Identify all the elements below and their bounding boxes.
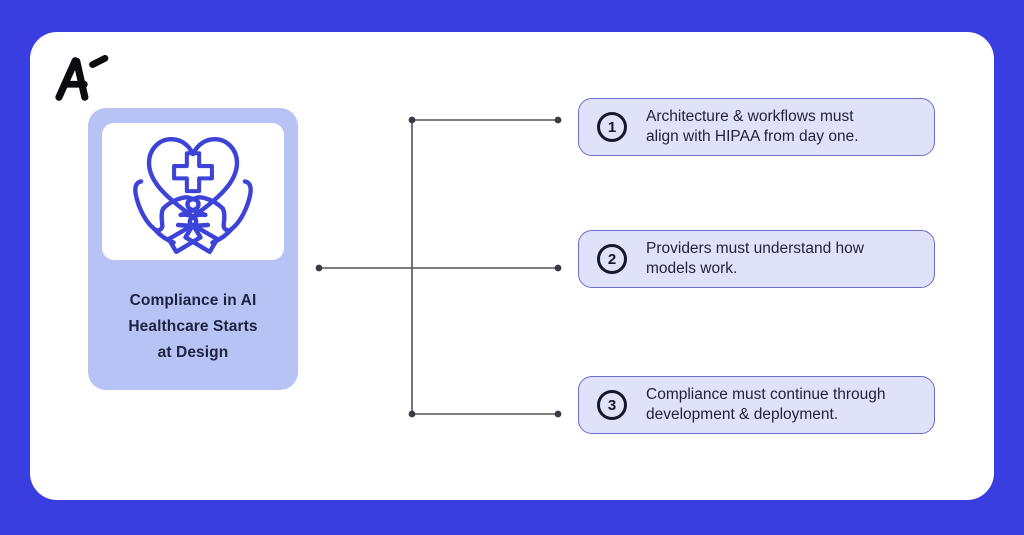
concept-card-title: Compliance in AI Healthcare Starts at De… <box>88 288 298 366</box>
item-number-badge: 1 <box>597 112 627 142</box>
item-text-line: Compliance must continue through <box>646 385 886 403</box>
item-box-3: 3 Compliance must continue through devel… <box>578 376 935 434</box>
item-number-badge: 3 <box>597 390 627 420</box>
item-text: Architecture & workflows must align with… <box>646 107 859 148</box>
hands-holding-medical-heart-icon <box>133 136 253 254</box>
item-number-badge: 2 <box>597 244 627 274</box>
concept-icon-panel <box>102 123 284 260</box>
item-box-1: 1 Architecture & workflows must align wi… <box>578 98 935 156</box>
item-text: Providers must understand how models wor… <box>646 239 864 280</box>
item-text: Compliance must continue through develop… <box>646 385 886 426</box>
brand-logo <box>52 55 110 101</box>
brand-logo-icon <box>55 55 109 101</box>
item-text-line: models work. <box>646 260 738 277</box>
item-text-line: development & deployment. <box>646 406 839 423</box>
item-box-2: 2 Providers must understand how models w… <box>578 230 935 288</box>
concept-title-line: at Design <box>157 344 229 361</box>
item-text-line: Providers must understand how <box>646 239 864 257</box>
concept-title-line: Compliance in AI <box>129 292 257 309</box>
concept-title-line: Healthcare Starts <box>128 318 258 335</box>
item-text-line: align with HIPAA from day one. <box>646 128 859 145</box>
item-text-line: Architecture & workflows must <box>646 107 854 125</box>
concept-card: Compliance in AI Healthcare Starts at De… <box>88 108 298 390</box>
